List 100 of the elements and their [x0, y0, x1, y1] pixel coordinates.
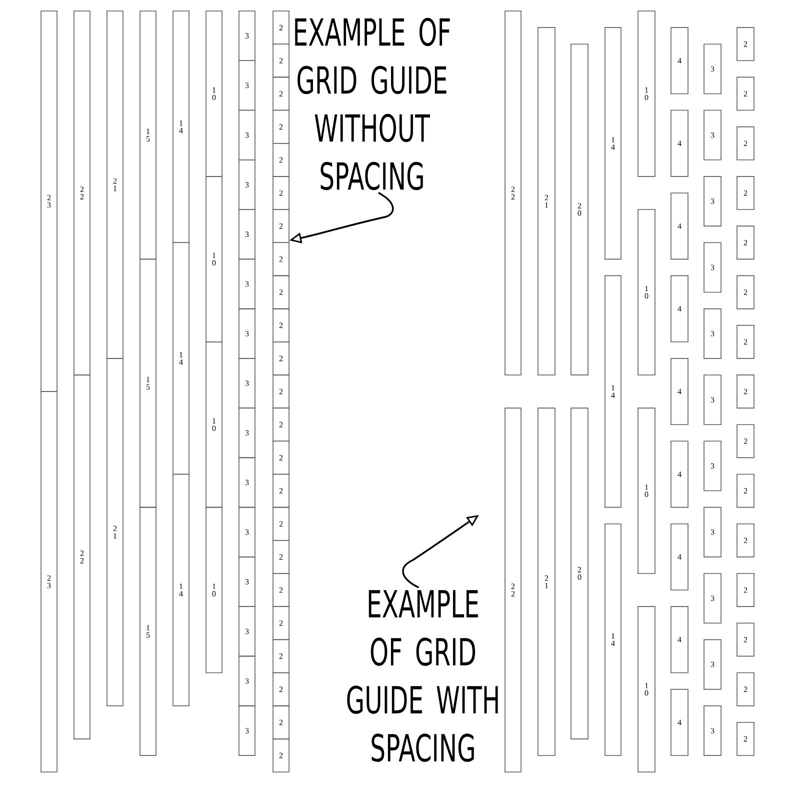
grid-segment: 3	[704, 242, 722, 293]
grid-segment: 3	[238, 160, 256, 210]
grid-segment: 2	[736, 722, 754, 756]
grid-segment: 2	[736, 573, 754, 607]
grid-segment: 2	[272, 540, 290, 574]
grid-segment: 3	[704, 374, 722, 425]
grid-segment: 2	[272, 44, 290, 78]
grid-segment: 4	[670, 110, 688, 177]
grid-segment: 2	[736, 27, 754, 62]
grid-segment: 3	[704, 308, 722, 359]
grid-segment: 2	[272, 341, 290, 376]
grid-segment: 2	[736, 622, 754, 657]
grid-segment: 15	[140, 10, 156, 260]
grid-segment: 21	[538, 27, 556, 376]
grid-segment: 3	[704, 506, 722, 558]
grid-segment: 3	[238, 506, 256, 558]
grid-segment: 10	[206, 341, 222, 508]
grid-segment: 2	[736, 324, 754, 359]
grid-segment: 2	[272, 573, 290, 607]
grid-segment: 2	[736, 374, 754, 408]
grid-segment: 2	[272, 242, 290, 276]
grid-segment: 3	[238, 408, 256, 458]
grid-segment: 10	[206, 506, 222, 674]
grid-segment: 2	[272, 440, 290, 475]
grid-segment: 14	[604, 27, 622, 260]
grid-segment: 4	[670, 688, 688, 756]
grid-segment: 4	[670, 440, 688, 508]
grid-segment: 10	[638, 209, 656, 376]
grid-segment: 3	[238, 10, 256, 62]
grid-segment: 10	[638, 606, 656, 772]
grid-segment: 23	[40, 10, 58, 392]
grid-segment: 2	[736, 523, 754, 558]
grid-segment: 3	[704, 705, 722, 756]
grid-segment: 10	[638, 10, 656, 177]
grid-segment: 4	[670, 358, 688, 425]
grid-segment: 2	[272, 738, 290, 772]
grid-segment: 2	[272, 209, 290, 244]
grid-segment: 2	[272, 606, 290, 640]
grid-segment: 21	[106, 10, 124, 359]
grid-segment: 2	[736, 76, 754, 111]
grid-segment: 3	[238, 358, 256, 408]
grid-segment: 15	[140, 506, 156, 756]
grid-segment: 20	[570, 44, 588, 376]
handwritten-note: EXAMPLE OF GRID GUIDE WITHOUT SPACING	[295, 18, 450, 190]
grid-segment: 3	[704, 44, 722, 94]
grid-segment: 2	[736, 176, 754, 210]
grid-segment: 2	[272, 506, 290, 541]
grid-segment: 4	[670, 523, 688, 590]
grid-segment: 21	[538, 408, 556, 756]
grid-segment: 14	[172, 474, 190, 706]
grid-segment: 3	[238, 556, 256, 607]
grid-segment: 23	[40, 391, 58, 772]
handwritten-note: EXAMPLE OF GRID GUIDE WITH SPACING	[347, 590, 498, 762]
grid-segment: 3	[238, 656, 256, 706]
grid-segment: 10	[206, 176, 222, 342]
grid-segment: 22	[74, 374, 90, 740]
grid-segment: 14	[604, 523, 622, 756]
grid-segment: 3	[704, 639, 722, 690]
grid-segment: 2	[272, 10, 290, 44]
grid-segment: 22	[504, 408, 522, 772]
grid-segment: 3	[238, 308, 256, 359]
grid-segment: 2	[736, 672, 754, 706]
grid-segment: 2	[272, 275, 290, 310]
grid-segment: 2	[272, 672, 290, 706]
grid-segment: 22	[504, 10, 522, 376]
grid-segment: 3	[238, 457, 256, 508]
grid-segment: 3	[704, 440, 722, 492]
grid-segment: 15	[140, 258, 156, 508]
grid-segment: 2	[272, 705, 290, 740]
grid-segment: 3	[238, 606, 256, 657]
grid-segment: 4	[670, 606, 688, 674]
grid-segment: 2	[272, 374, 290, 408]
grid-segment: 2	[736, 126, 754, 160]
grid-segment: 2	[736, 424, 754, 458]
grid-segment: 2	[272, 176, 290, 210]
grid-segment: 2	[272, 76, 290, 111]
grid-segment: 3	[704, 176, 722, 226]
grid-segment: 21	[106, 358, 124, 706]
grid-segment: 2	[736, 226, 754, 260]
grid-segment: 3	[238, 209, 256, 260]
grid-segment: 2	[272, 308, 290, 342]
grid-segment: 3	[238, 60, 256, 111]
grid-segment: 3	[238, 258, 256, 310]
grid-segment: 20	[570, 408, 588, 740]
grid-segment: 2	[272, 408, 290, 442]
grid-segment: 10	[638, 408, 656, 574]
grid-segment: 14	[172, 10, 190, 244]
grid-segment: 2	[272, 474, 290, 508]
grid-segment: 22	[74, 10, 90, 376]
grid-segment: 2	[736, 474, 754, 508]
grid-segment: 10	[206, 10, 222, 177]
grid-segment: 2	[736, 275, 754, 310]
grid-segment: 4	[670, 275, 688, 342]
grid-segment: 4	[670, 192, 688, 260]
grid-segment: 2	[272, 142, 290, 177]
grid-segment: 3	[238, 705, 256, 756]
grid-segment: 4	[670, 27, 688, 94]
grid-segment: 14	[604, 275, 622, 508]
grid-segment: 3	[704, 573, 722, 624]
grid-segment: 2	[272, 639, 290, 674]
